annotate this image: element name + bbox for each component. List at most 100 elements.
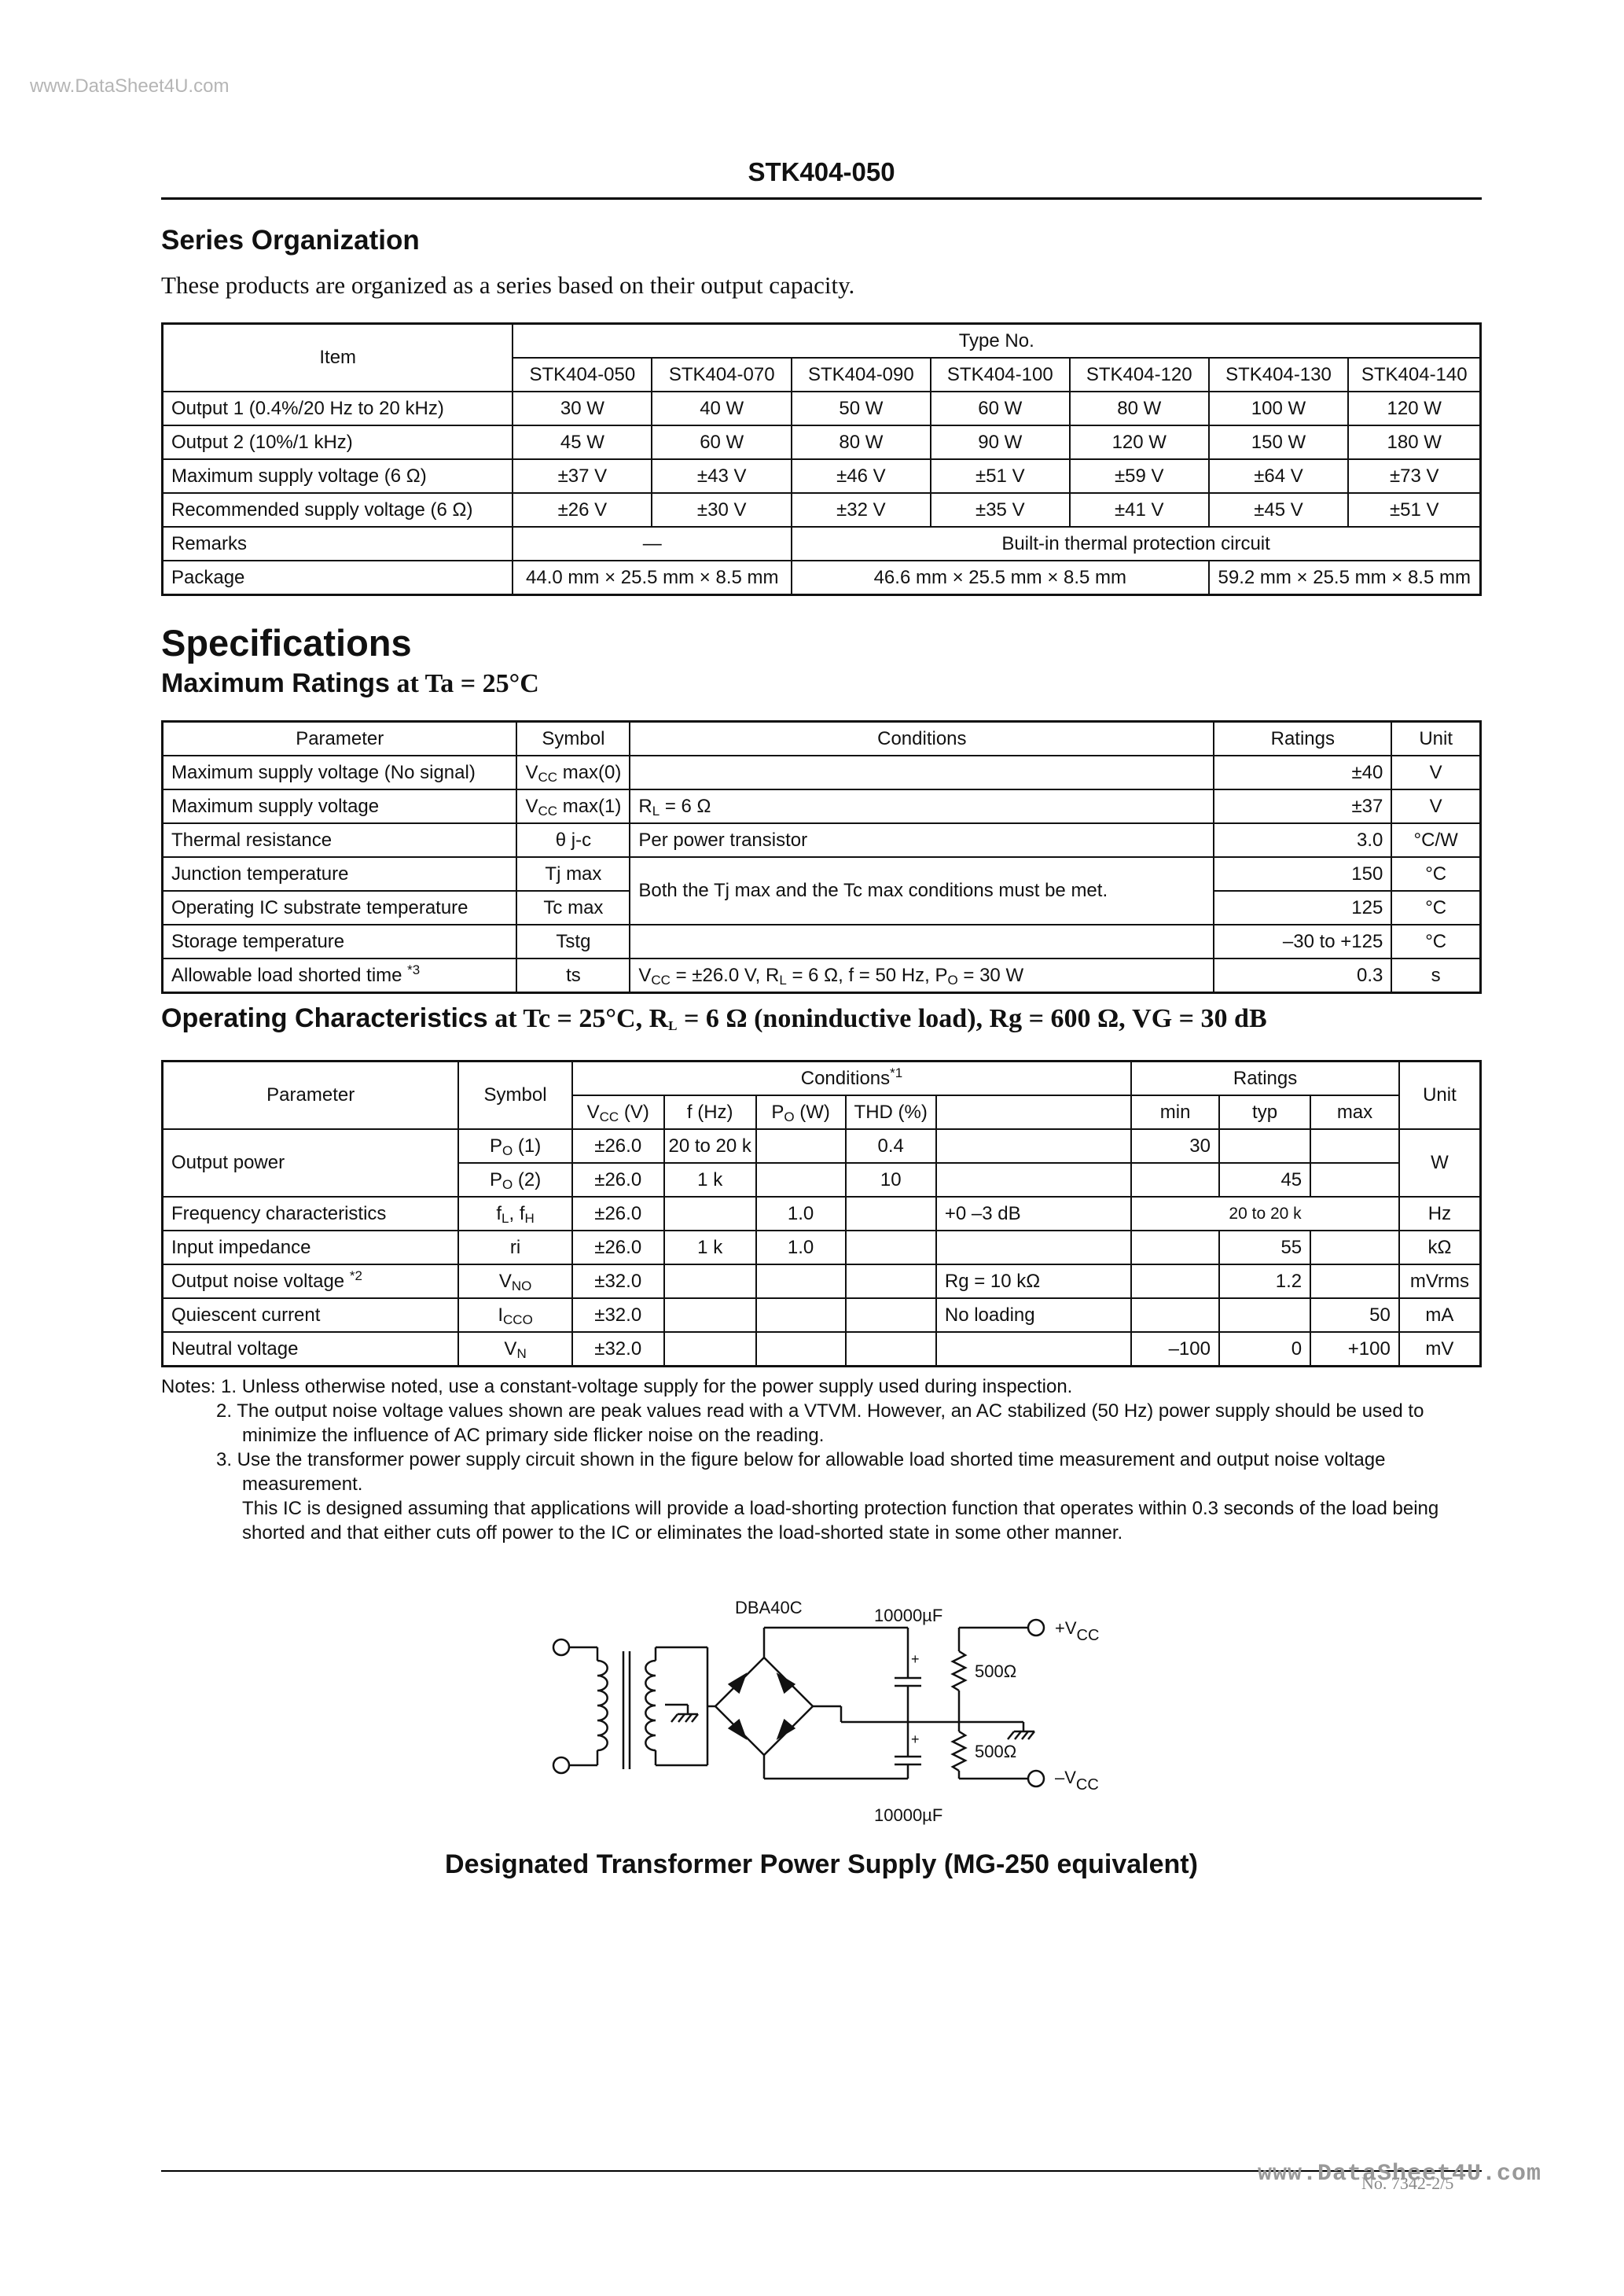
series-item-header: Item <box>161 322 514 392</box>
cap-top-label: 10000µF <box>874 1606 942 1625</box>
footnote-ref: *3 <box>407 962 421 977</box>
label-sub: CC <box>1076 1776 1099 1794</box>
cell: ±41 V <box>1069 492 1210 528</box>
sym-text: V <box>525 761 538 783</box>
cell <box>755 1331 847 1367</box>
type-no: STK404-090 <box>791 357 931 392</box>
param: Quiescent current <box>161 1297 460 1333</box>
cell <box>844 1196 937 1231</box>
cell: ±64 V <box>1207 458 1350 494</box>
cond-text: = ±26.0 V, R <box>670 964 780 986</box>
type-no: STK404-120 <box>1069 357 1210 392</box>
cell: 1.2 <box>1218 1264 1312 1299</box>
cell <box>1130 1264 1220 1299</box>
param: Neutral voltage <box>161 1331 460 1367</box>
cell: ±59 V <box>1069 458 1210 494</box>
symbol: VCC max(0) <box>516 755 631 790</box>
type-no: STK404-070 <box>651 357 793 392</box>
cell <box>1130 1230 1220 1265</box>
cell: — <box>512 526 793 561</box>
sym-text: (2) <box>513 1168 542 1190</box>
table-row: Junction temperature Tj max Both the Tj … <box>161 856 1482 925</box>
cell <box>1218 1128 1312 1164</box>
cell: ±73 V <box>1347 458 1482 494</box>
table-row: Quiescent current ICCO ±32.0 No loading … <box>161 1297 1482 1333</box>
cap-plus-top: + <box>911 1651 920 1667</box>
cell: 150 W <box>1207 425 1350 460</box>
max-ratings-heading: Maximum Ratings at Ta = 25°C <box>161 668 539 699</box>
table-row: Remarks — Built-in thermal protection ci… <box>161 526 1482 561</box>
symbol: VCC max(1) <box>516 789 631 824</box>
notes: Notes: 1. Unless otherwise noted, use a … <box>161 1374 1497 1545</box>
cell <box>663 1264 757 1299</box>
param: Output power <box>161 1128 460 1198</box>
cond-text: V <box>638 964 652 986</box>
cell <box>755 1264 847 1299</box>
param: Thermal resistance <box>161 822 518 858</box>
param-text: Output noise voltage <box>171 1270 350 1292</box>
unit: mVrms <box>1398 1264 1482 1299</box>
table-row: Input impedance ri ±26.0 1 k 1.0 55 kΩ <box>161 1230 1482 1265</box>
param: Storage temperature <box>161 924 518 959</box>
note-3: 3. Use the transformer power supply circ… <box>216 1449 1386 1470</box>
cell <box>935 1162 1133 1198</box>
type-no: STK404-130 <box>1207 357 1350 392</box>
symbol: ts <box>516 958 631 994</box>
cell: 40 W <box>651 391 793 426</box>
table-header-row: Parameter Symbol Conditions*1 Ratings Un… <box>161 1060 1482 1130</box>
sym-sub: O <box>502 1176 513 1192</box>
sym-text: P <box>489 1135 502 1157</box>
table-row: Maximum supply voltage (6 Ω) ±37 V ±43 V… <box>161 458 1482 494</box>
sym-text: f <box>496 1202 502 1224</box>
cell: 120 W <box>1347 391 1482 426</box>
cell: ±32.0 <box>571 1297 665 1333</box>
symbol: ri <box>457 1230 573 1265</box>
cell: ±26.0 <box>571 1128 665 1164</box>
output-terminals <box>959 1618 1045 1788</box>
symbol: PO (2) <box>457 1162 573 1198</box>
condition: Both the Tj max and the Tc max condition… <box>629 856 1215 925</box>
capacitors <box>840 1628 959 1779</box>
cell <box>1218 1297 1312 1333</box>
table-row: Output 2 (10%/1 kHz) 45 W 60 W 80 W 90 W… <box>161 425 1482 460</box>
cell: 80 W <box>791 425 931 460</box>
cell: 0 <box>1218 1331 1312 1367</box>
unit: kΩ <box>1398 1230 1482 1265</box>
sym-sub: CC <box>538 803 558 819</box>
row-label: Recommended supply voltage (6 Ω) <box>161 492 514 528</box>
note-1: Notes: 1. Unless otherwise noted, use a … <box>161 1376 1073 1397</box>
symbol: PO (1) <box>457 1128 573 1164</box>
sym-sub: H <box>524 1210 535 1226</box>
cell: 45 <box>1218 1162 1312 1198</box>
note-2: 2. The output noise voltage values shown… <box>216 1400 1424 1422</box>
cell: 30 W <box>512 391 653 426</box>
cell: ±26 V <box>512 492 653 528</box>
cap-bottom-label: 10000µF <box>874 1805 942 1825</box>
condition: Per power transistor <box>629 822 1215 858</box>
cell <box>1310 1264 1400 1299</box>
figure-caption: Designated Transformer Power Supply (MG-… <box>445 1849 1198 1879</box>
sym-text: max(0) <box>557 761 622 783</box>
cell: ±26.0 <box>571 1196 665 1231</box>
cell: ±45 V <box>1207 492 1350 528</box>
cell: 60 W <box>651 425 793 460</box>
vcc-positive-label: +VCC <box>1055 1618 1099 1644</box>
type-no: STK404-140 <box>1347 357 1482 392</box>
cell <box>844 1297 937 1333</box>
sym-text: V <box>525 795 538 817</box>
unit: mV <box>1398 1331 1482 1367</box>
table-row: Thermal resistance θ j-c Per power trans… <box>161 822 1482 858</box>
cell: 1 k <box>663 1162 757 1198</box>
heading-text: Operating Characteristics <box>161 1003 488 1033</box>
specifications-heading: Specifications <box>161 622 412 664</box>
rating: –30 to +125 <box>1213 924 1393 959</box>
cell <box>755 1297 847 1333</box>
cell: 55 <box>1218 1230 1312 1265</box>
sym-sub: L <box>502 1210 509 1226</box>
unit: s <box>1391 958 1482 994</box>
cell <box>935 1331 1133 1367</box>
param: Frequency characteristics <box>161 1196 460 1231</box>
cond-sub: CC <box>651 972 671 988</box>
cell: 60 W <box>929 391 1071 426</box>
rating: 150 <box>1213 856 1393 892</box>
